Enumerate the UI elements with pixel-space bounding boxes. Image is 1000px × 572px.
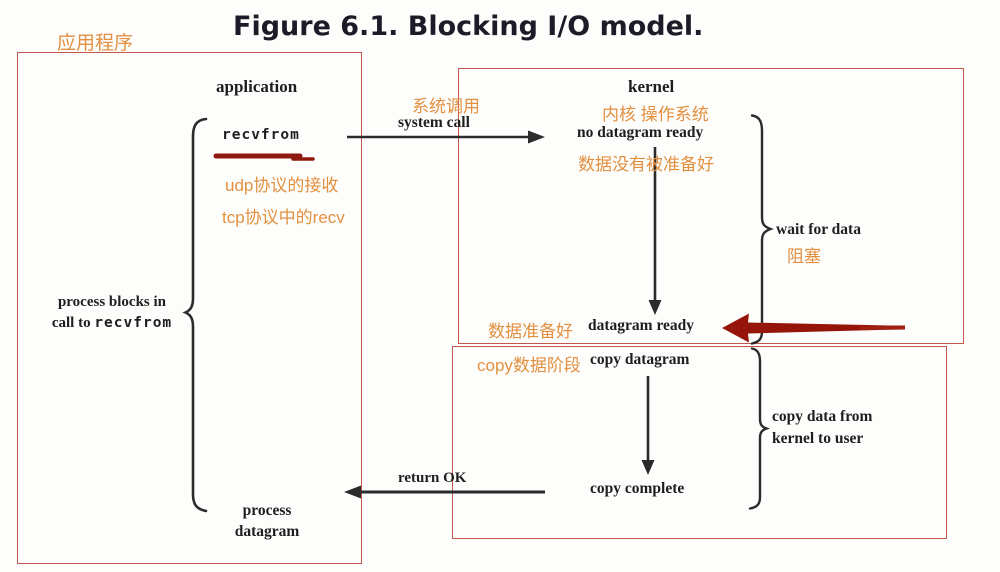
process-blocks-brace <box>182 117 208 513</box>
system-call-arrow <box>347 130 545 144</box>
annotation-data-ready: 数据准备好 <box>488 322 573 341</box>
wait-for-data-brace <box>750 114 774 345</box>
copy-data-brace <box>748 347 771 510</box>
kernel-box <box>458 68 964 344</box>
copy-data-from-label: copy data from kernel to user <box>772 406 902 450</box>
process-datagram-label: process datagram <box>224 500 310 542</box>
application-label: application <box>216 77 298 96</box>
copy-data-from-line2: kernel to user <box>772 430 864 447</box>
process-blocks-line1: process blocks in <box>57 294 167 310</box>
process-blocks-label: process blocks in call to recvfrom <box>38 292 186 334</box>
annotation-app-program: 应用程序 <box>57 33 134 54</box>
datagram-ready-label: datagram ready <box>588 317 695 334</box>
wait-for-data-label: wait for data <box>776 221 861 238</box>
process-datagram-line2: datagram <box>234 523 300 540</box>
process-blocks-line2: call to <box>51 315 95 331</box>
annotation-no-data-ready: 数据没有被准备好 <box>578 155 714 174</box>
return-ok-label: return OK <box>398 470 467 486</box>
return-ok-arrow <box>344 485 545 499</box>
system-call-label: system call <box>398 114 470 131</box>
process-blocks-recvfrom: recvfrom <box>94 315 173 331</box>
kernel-label: kernel <box>628 77 675 96</box>
process-datagram-line1: process <box>242 502 292 519</box>
annotation-udp-note: udp协议的接收 <box>225 176 339 195</box>
annotation-kernel: 内核 操作系统 <box>602 105 709 124</box>
copy-phase-box <box>452 346 947 539</box>
copy-datagram-label: copy datagram <box>590 351 690 368</box>
wait-down-arrow <box>648 147 662 315</box>
figure-title: Figure 6.1. Blocking I/O model. <box>233 11 704 42</box>
recvfrom-underline <box>213 153 315 161</box>
no-datagram-ready-label: no datagram ready <box>577 124 704 141</box>
annotation-copy-phase: copy数据阶段 <box>477 356 581 375</box>
copy-data-from-line1: copy data from <box>772 408 873 425</box>
application-box <box>17 52 362 564</box>
annotation-tcp-note: tcp协议中的recv <box>222 208 345 227</box>
recvfrom-label: recvfrom <box>222 127 300 143</box>
copy-down-arrow <box>641 376 655 475</box>
annotation-system-call: 系统调用 <box>412 97 480 116</box>
annotation-blocking: 阻塞 <box>787 247 821 266</box>
copy-complete-label: copy complete <box>590 480 685 497</box>
